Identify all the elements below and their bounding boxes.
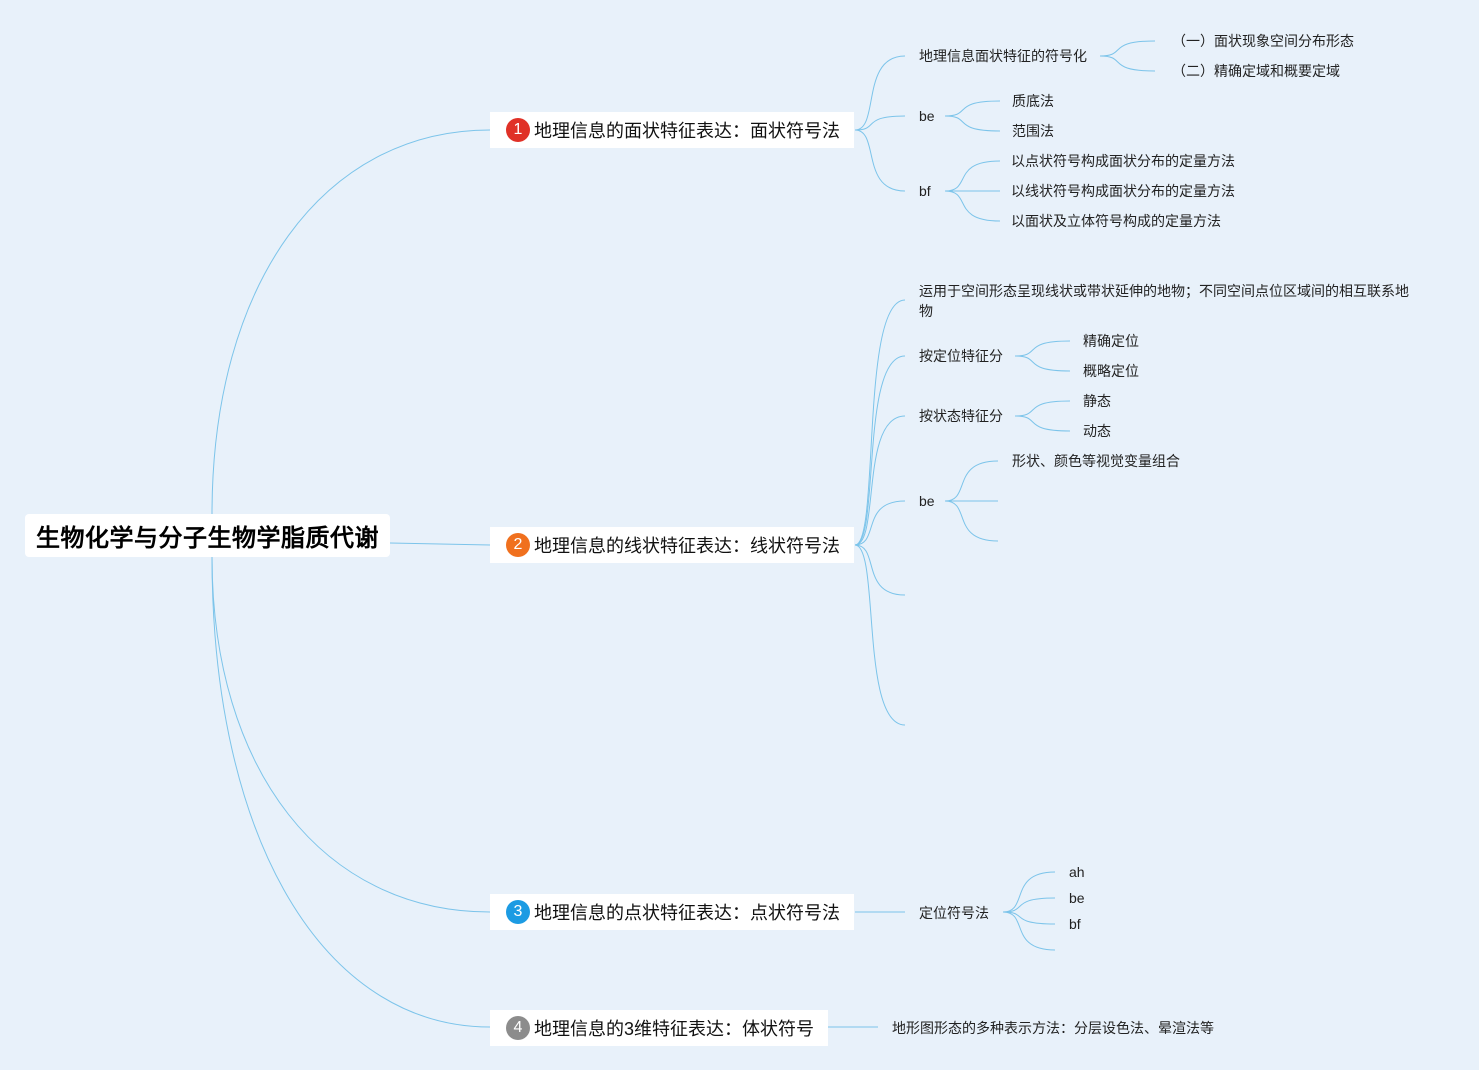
number-badge-1-icon: 1 [506,118,530,142]
connector-line-16 [854,415,906,546]
connector-line-7 [1099,40,1156,57]
topic-2-1[interactable]: 运用于空间形态呈现线状或带状延伸的地物；不同空间点位区域间的相互联系地物 [919,283,1409,319]
topic-3-1-2[interactable]: be [1069,890,1085,906]
connector-line-14 [854,299,906,546]
connector-line-13 [944,190,1001,222]
topic-1-2[interactable]: be [919,108,935,124]
topic-3-1-1[interactable]: ah [1069,864,1085,880]
topic-1-1-2[interactable]: （二）精确定域和概要定域 [1172,63,1340,79]
topic-1-3[interactable]: bf [919,183,931,199]
connector-line-15 [854,355,906,546]
topic-1-3-3[interactable]: 以面状及立体符号构成的定量方法 [1011,213,1221,229]
connector-line-20 [1014,340,1071,357]
branch-3-topic[interactable]: 3 地理信息的点状特征表达：点状符号法 [490,894,854,930]
topic-2-3-1[interactable]: 静态 [1083,393,1111,409]
topic-2-4-1[interactable]: 形状、颜色等视觉变量组合 [1012,453,1180,469]
connector-line-28 [1002,871,1056,913]
topic-1-3-1[interactable]: 以点状符号构成面状分布的定量方法 [1011,153,1235,169]
branch-1-label: 地理信息的面状特征表达：面状符号法 [534,121,840,141]
topic-4-1[interactable]: 地形图形态的多种表示方法：分层设色法、晕渲法等 [892,1020,1214,1036]
connector-line-19 [854,544,906,726]
connector-line-24 [944,460,999,502]
topic-2-3-2[interactable]: 动态 [1083,423,1111,439]
connector-line-0 [211,129,491,515]
root-topic[interactable]: 生物化学与分子生物学脂质代谢 [25,514,390,557]
topic-2-2-1[interactable]: 精确定位 [1083,333,1139,349]
topic-1-1[interactable]: 地理信息面状特征的符号化 [919,48,1087,64]
connector-line-26 [944,500,999,542]
connector-line-17 [854,500,906,546]
branch-2-label: 地理信息的线状特征表达：线状符号法 [534,536,840,556]
connector-line-29 [1002,897,1056,913]
branch-3-label: 地理信息的点状特征表达：点状符号法 [534,903,840,923]
connector-line-22 [1014,400,1071,417]
topic-1-1-1[interactable]: （一）面状现象空间分布形态 [1172,33,1354,49]
connector-line-18 [854,544,906,596]
connector-line-21 [1014,355,1071,372]
topic-1-3-2[interactable]: 以线状符号构成面状分布的定量方法 [1011,183,1235,199]
number-badge-4-icon: 4 [506,1016,530,1040]
connector-line-3 [211,556,491,1028]
topic-3-1-3[interactable]: bf [1069,916,1081,932]
number-badge-3-icon: 3 [506,900,530,924]
branch-1-topic[interactable]: 1 地理信息的面状特征表达：面状符号法 [490,112,854,148]
number-badge-2-icon: 2 [506,533,530,557]
connector-line-4 [854,55,906,131]
connector-line-9 [944,100,1001,117]
topic-2-4[interactable]: be [919,493,935,509]
connector-line-1 [389,542,491,546]
connector-line-6 [854,129,906,192]
topic-1-2-2[interactable]: 范围法 [1012,123,1054,139]
branch-4-topic[interactable]: 4 地理信息的3维特征表达：体状符号 [490,1010,828,1046]
connector-line-10 [944,115,1001,132]
topic-2-3[interactable]: 按状态特征分 [919,408,1003,424]
branch-2-topic[interactable]: 2 地理信息的线状特征表达：线状符号法 [490,527,854,563]
topic-1-2-1[interactable]: 质底法 [1012,93,1054,109]
connector-line-23 [1014,415,1071,432]
topic-2-2[interactable]: 按定位特征分 [919,348,1003,364]
topic-2-2-2[interactable]: 概略定位 [1083,363,1139,379]
connector-line-5 [854,115,906,131]
connector-line-8 [1099,55,1156,72]
connector-line-2 [211,556,491,913]
topic-3-1[interactable]: 定位符号法 [919,905,989,921]
branch-4-label: 地理信息的3维特征表达：体状符号 [534,1019,815,1039]
connector-line-31 [1002,911,1056,951]
connector-line-11 [944,160,1001,192]
connector-line-30 [1002,911,1056,925]
